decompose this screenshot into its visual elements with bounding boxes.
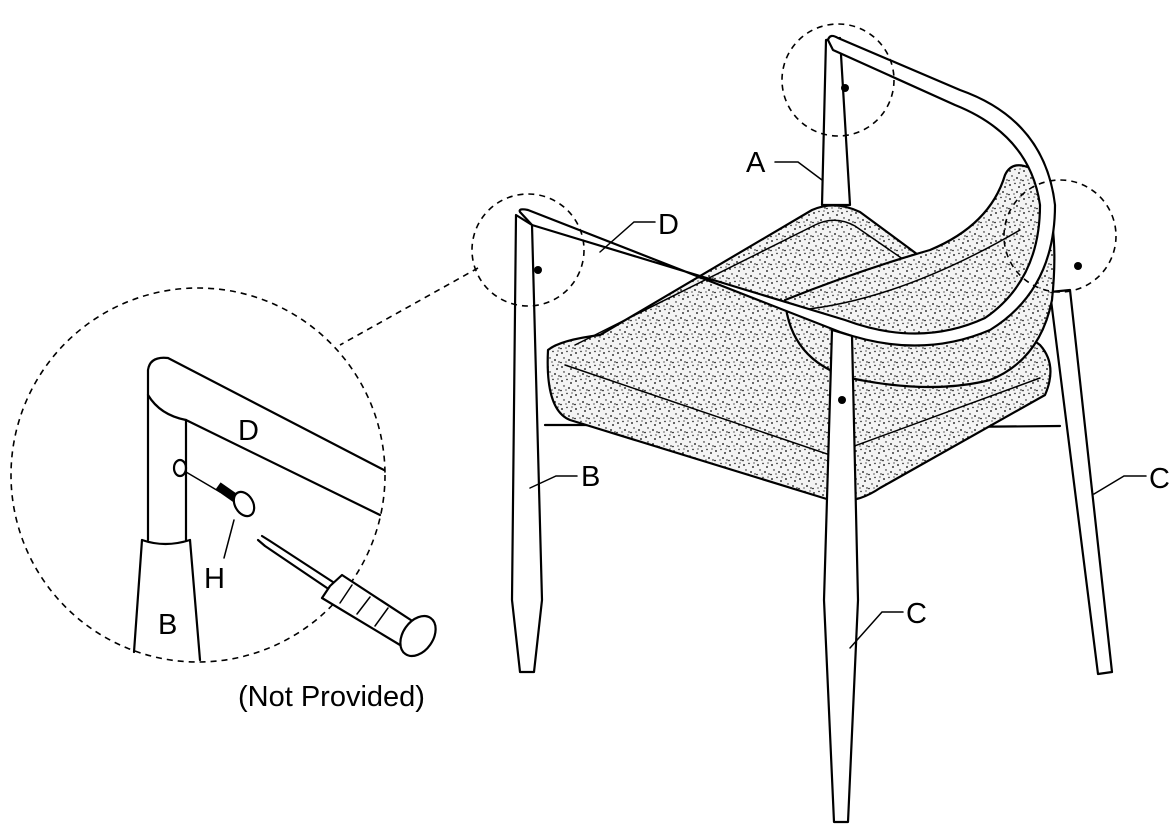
front-center-leg-c [822,328,860,824]
label-b-chair: B [581,461,600,493]
rear-right-leg-c [1048,288,1114,676]
zoom-circle [10,287,386,663]
zoom-rail-d-lower [184,418,382,517]
screw-h-icon [215,482,256,518]
armrest-rail-d [518,34,1057,347]
detail-connector [339,267,479,346]
rear-leg-a [820,36,852,207]
seat-cushion-top [574,219,1021,346]
screw-hole-icon [172,458,188,478]
not-provided-note: (Not Provided) [238,681,425,713]
chair-illustration [471,23,1117,824]
label-h: H [204,563,225,595]
detail-circle-top [781,23,895,137]
label-d-zoom: D [238,415,259,447]
detail-circle-right [1003,179,1117,293]
zoom-leg-b [132,538,202,662]
label-c-center: C [906,598,927,630]
part-labels: A D B C C D B H [158,147,1170,649]
front-left-leg-b [510,213,544,674]
detail-circle-left [471,193,585,307]
label-a: A [746,147,766,179]
label-c-right: C [1149,463,1170,495]
screwdriver-icon [256,534,437,658]
screw-icon [534,84,1082,404]
zoom-leg-top [146,393,188,542]
zoom-rail-d [146,356,386,472]
backrest-seam [799,229,1021,311]
label-b-zoom: B [158,609,177,641]
label-d-chair: D [658,209,679,241]
zoom-rail-corner [146,393,188,422]
zoom-detail [10,287,437,663]
screw-guide-line [185,471,221,493]
zoom-leg-joint [140,538,192,546]
